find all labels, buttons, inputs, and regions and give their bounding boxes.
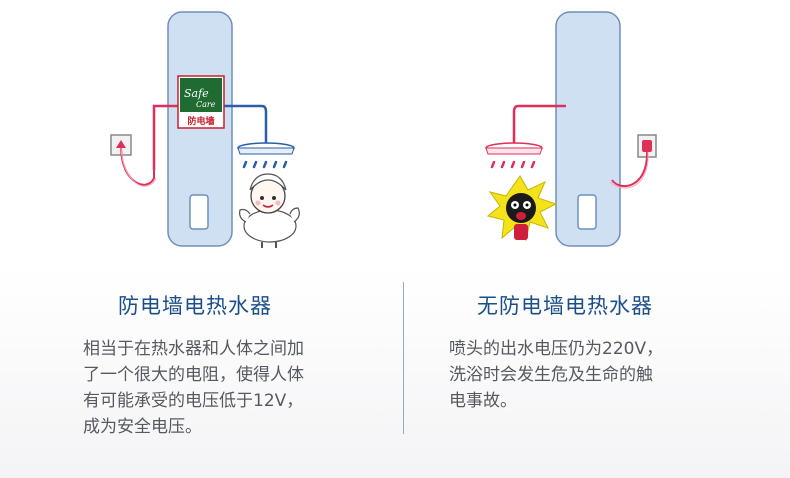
left-heading: 防电墙电热水器: [118, 294, 272, 318]
right-heading: 无防电墙电热水器: [477, 294, 653, 318]
left-description: 相当于在热水器和人体之间加 了一个很大的电阻，使得人体 有可能承受的电压低于12…: [83, 339, 304, 437]
column-divider: [403, 282, 404, 434]
shower-head-icon: [237, 142, 295, 169]
water-heater-icon: [555, 11, 621, 247]
illustration-scene: Safe Care 防电墙: [110, 11, 657, 248]
safe-care-badge: Safe Care 防电墙: [177, 75, 225, 129]
shower-head-icon: [485, 142, 543, 169]
badge-line2: Care: [196, 100, 216, 109]
right-illustration: [485, 11, 657, 247]
badge-line1: Safe: [184, 87, 209, 100]
right-description: 喷头的出水电压仍为220V， 洗浴时会发生危及生命的触 电事故。: [449, 339, 664, 411]
water-heater-icon: [167, 11, 233, 247]
outlet-icon: [110, 134, 132, 156]
left-illustration: Safe Care 防电墙: [110, 11, 300, 248]
shocked-person-icon: [486, 175, 558, 242]
badge-label: 防电墙: [187, 115, 214, 127]
happy-person-icon: [239, 173, 300, 248]
